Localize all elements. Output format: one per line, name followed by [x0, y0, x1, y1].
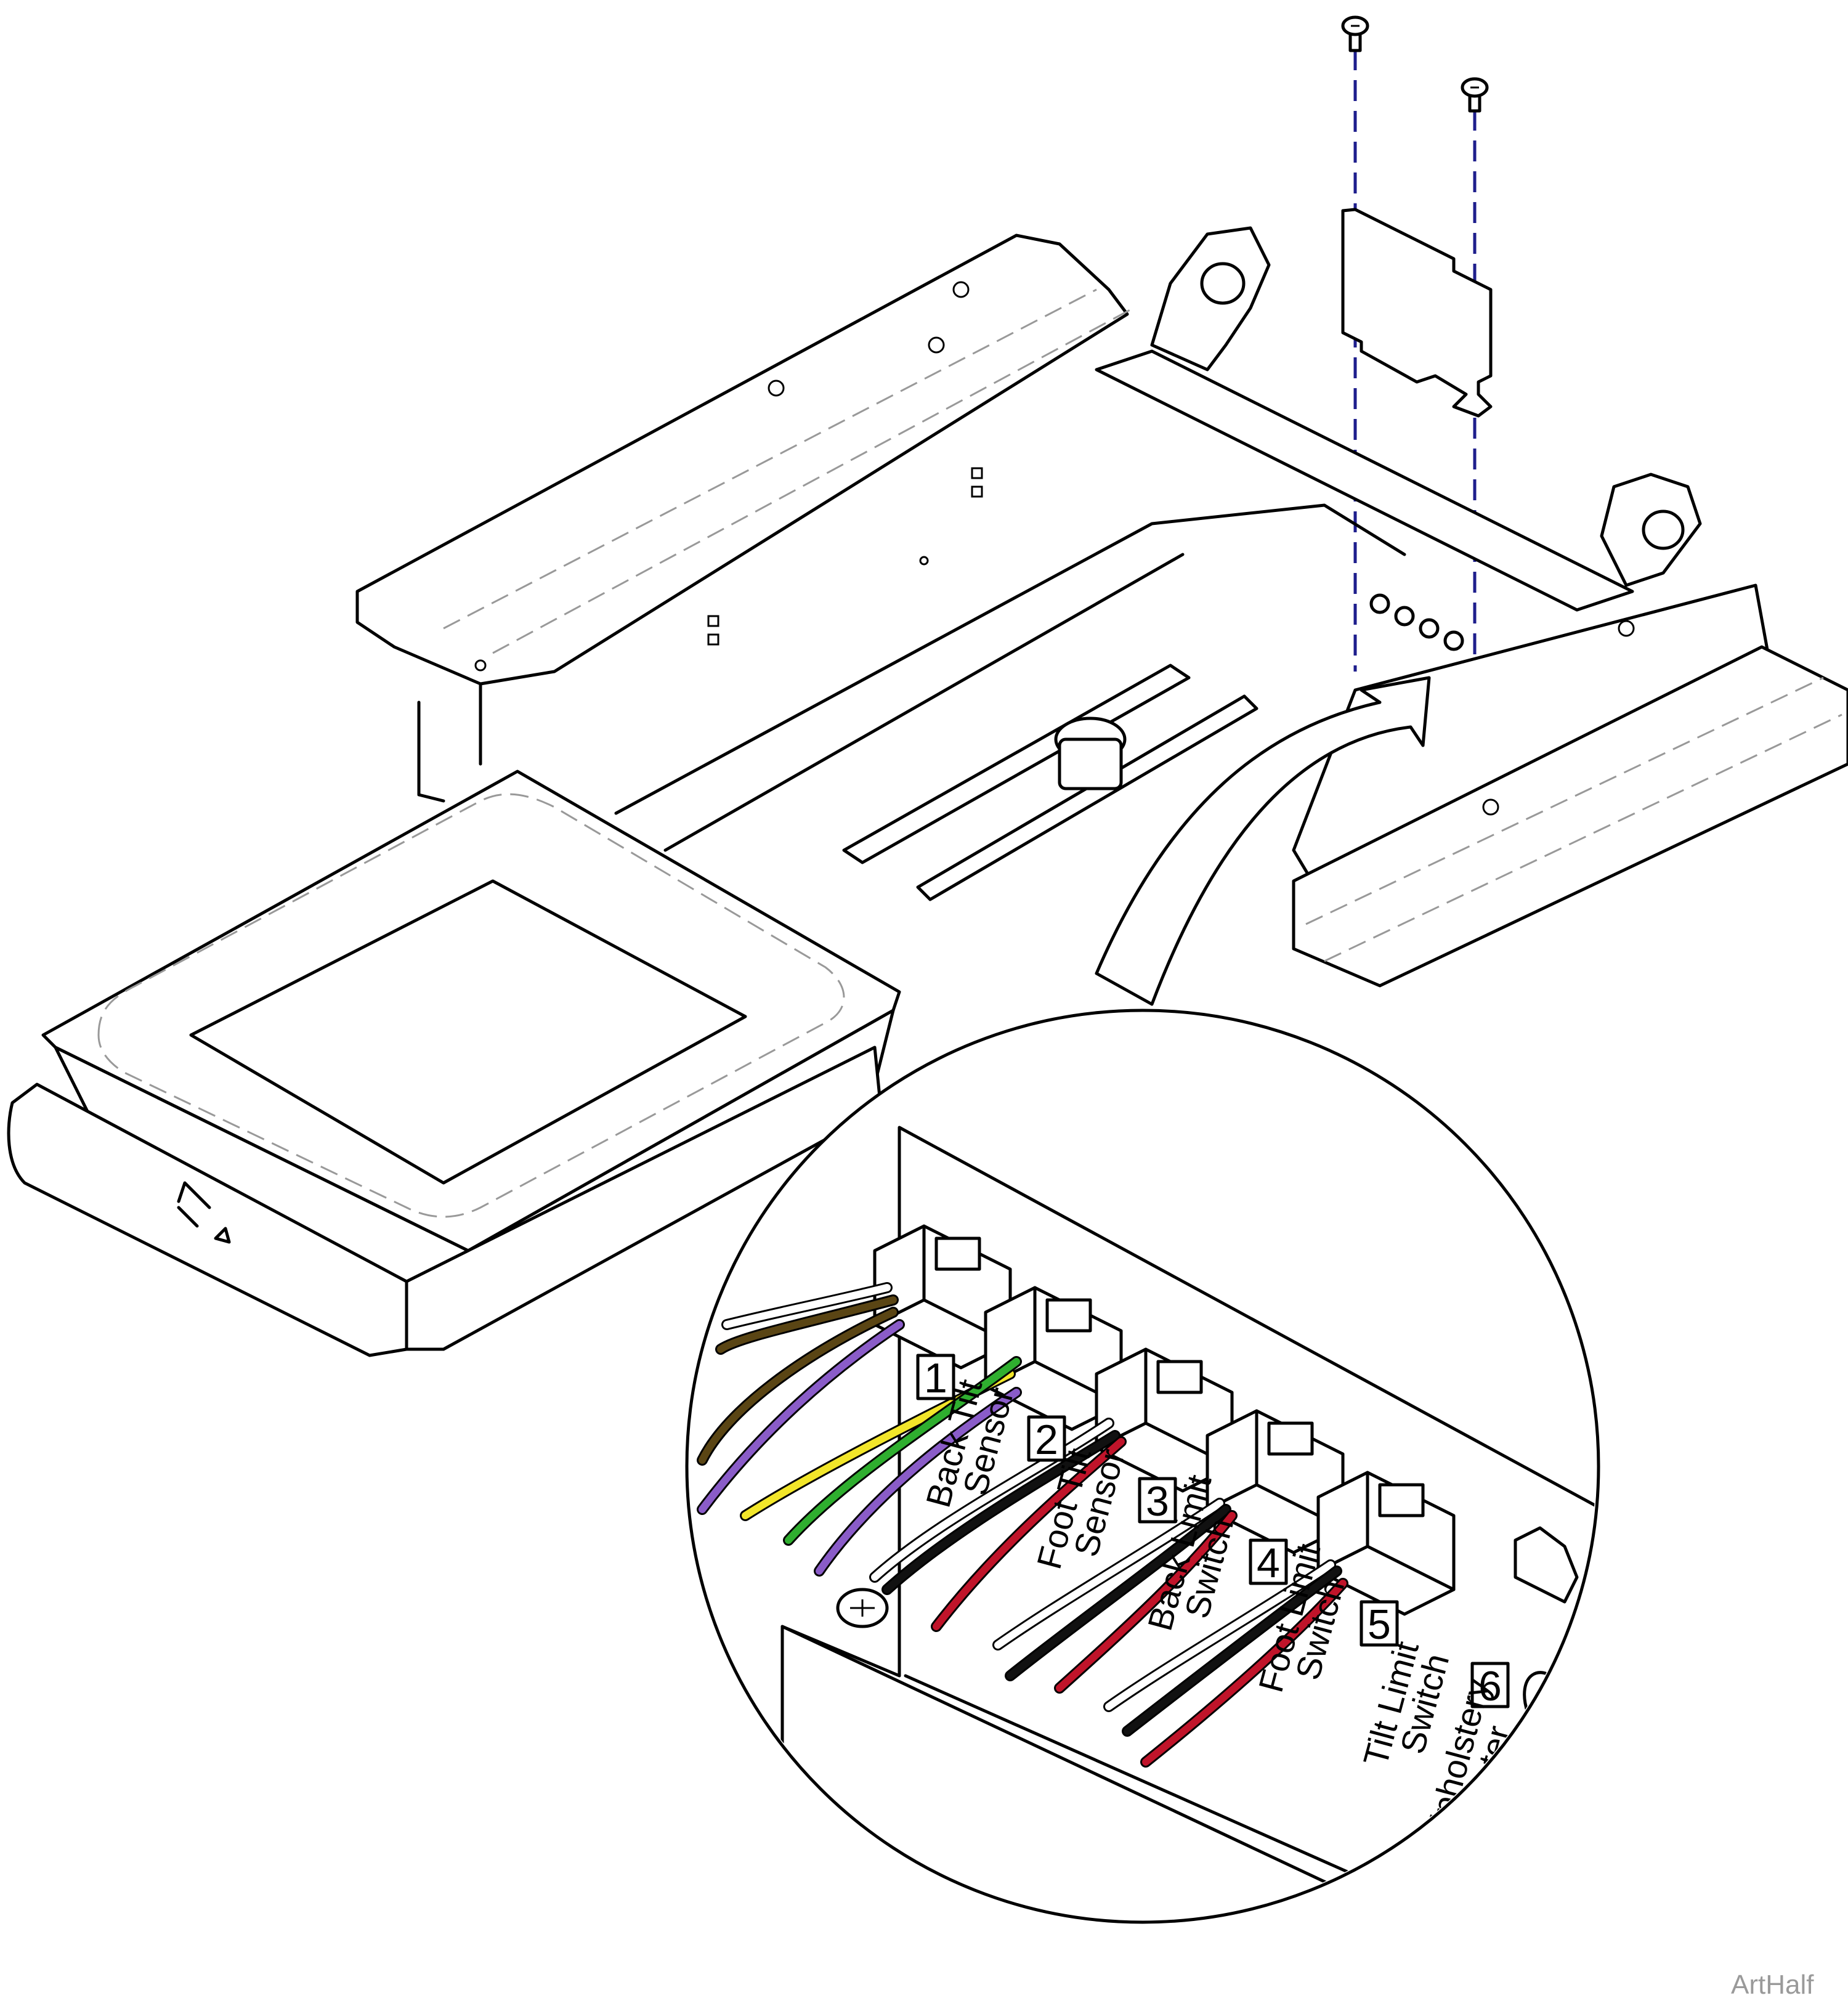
wire-violet-2 [816, 1389, 1020, 1575]
callout-arrow [1095, 676, 1431, 1006]
connector-5 [1316, 1471, 1456, 1616]
wire-red-4 [1056, 1512, 1236, 1692]
connector-number-6: 6 [1478, 1663, 1502, 1710]
wire-green-2 [785, 1358, 1020, 1544]
wiring-harness [697, 1282, 1348, 1768]
connector-number-5: 5 [1368, 1601, 1391, 1648]
wire-white-4 [994, 1500, 1223, 1649]
cover-plate [1341, 208, 1493, 418]
wire-white-3 [871, 1419, 1112, 1581]
wire-black-5 [1124, 1567, 1340, 1735]
detail-magnifier: 1 Back Tilt Sensor 2 Foot Tilt Sensor 3 … [685, 1009, 1600, 1924]
wire-red-3 [933, 1438, 1125, 1630]
wire-violet-1 [699, 1321, 903, 1513]
foot-rest-pan [7, 770, 901, 1357]
connector-1 [873, 1224, 1012, 1370]
wire-brown-1a [717, 1296, 897, 1353]
wire-black-3 [883, 1432, 1119, 1593]
figure-credit: ArtHalf [1731, 1970, 1814, 2000]
chair-base-frame [355, 226, 1848, 988]
wire-brown-1b [699, 1309, 897, 1464]
connector-number-2: 2 [1035, 1416, 1058, 1463]
wire-white-5 [1105, 1561, 1334, 1710]
wire-black-4 [1007, 1506, 1230, 1679]
mounting-screw-left [1341, 15, 1369, 672]
socket-6 [1514, 1526, 1579, 1604]
connector-number-3: 3 [1146, 1478, 1169, 1525]
connector-number-4: 4 [1257, 1540, 1280, 1586]
wire-white-1 [723, 1284, 891, 1328]
wire-red-5 [1142, 1580, 1347, 1766]
connector-number-1: 1 [924, 1355, 947, 1402]
